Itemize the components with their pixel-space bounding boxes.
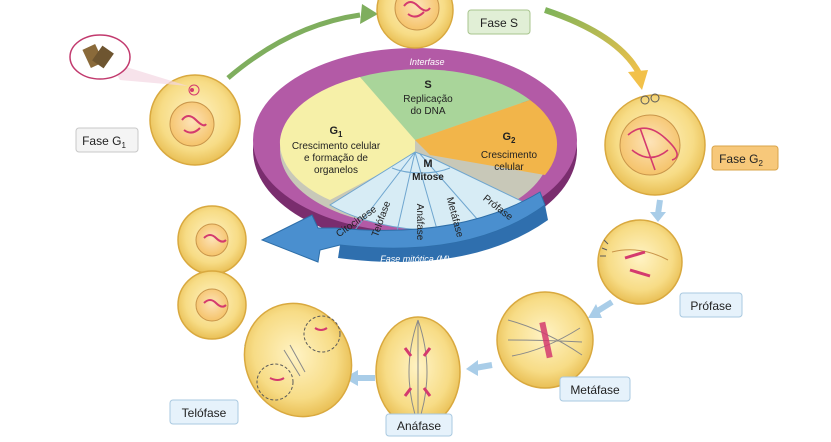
cell-cycle-wheel: Fase mitótica (M) Interfase S Replicação… <box>253 48 577 264</box>
cell-telophase <box>243 302 353 418</box>
g2-sector <box>415 100 558 175</box>
centrosome-zoom <box>69 34 188 86</box>
label-s-phase: Fase S <box>467 9 531 35</box>
svg-text:Anáfase: Anáfase <box>397 419 441 433</box>
cell-s-phase <box>376 0 454 49</box>
m-sector-title: M <box>423 158 432 170</box>
g1-sector-line-1: Crescimento celular <box>292 141 381 152</box>
svg-text:Fase S: Fase S <box>480 16 518 30</box>
g2-sector-title: G2 <box>502 131 516 145</box>
arrow-g2-to-prophase <box>655 199 663 215</box>
label-telophase: Telófase <box>169 399 239 425</box>
g2-sector-line-1: Crescimento <box>481 150 538 161</box>
label-g1-phase: Fase G1 <box>75 127 139 153</box>
arrow-g1-to-s <box>226 12 361 80</box>
mitotic-phase-arrow <box>260 191 546 263</box>
label-metaphase: Metáfase <box>559 376 631 402</box>
daughter-cell-top <box>177 205 247 275</box>
cell-prophase <box>597 219 683 305</box>
g1-sector <box>280 77 415 140</box>
svg-text:Fase G1: Fase G1 <box>82 134 126 150</box>
g1-sector-line-3: organelos <box>314 165 358 176</box>
s-sector-title: S <box>424 79 431 91</box>
m-sector-subtitle: Mitose <box>412 172 444 183</box>
cell-metaphase <box>496 291 594 389</box>
svg-text:Prófase: Prófase <box>690 299 732 313</box>
mitotic-phase-label: Fase mitótica (M) <box>380 254 450 264</box>
cell-g2-phase <box>604 93 706 196</box>
g1-sector-line-2: e formação de <box>304 153 368 164</box>
s-sector-line-1: Replicação <box>403 94 453 105</box>
g2-sector-line-2: celular <box>494 162 524 173</box>
cell-g1-phase <box>149 74 241 166</box>
label-g2-phase: Fase G2 <box>711 145 779 171</box>
s-sector-line-2: do DNA <box>410 106 445 117</box>
mitosis-stage-anaphase: Anáfase <box>414 204 425 241</box>
daughter-cell-bottom <box>177 270 247 340</box>
svg-text:Fase G2: Fase G2 <box>719 152 763 168</box>
cell-anaphase <box>375 316 461 428</box>
label-prophase: Prófase <box>679 292 743 318</box>
arrow-s-to-g2 <box>544 7 643 77</box>
g1-sector-title: G1 <box>329 125 343 139</box>
svg-text:Telófase: Telófase <box>182 406 227 420</box>
label-anaphase: Anáfase <box>385 413 453 437</box>
svg-text:Metáfase: Metáfase <box>570 383 620 397</box>
interphase-label: Interfase <box>409 57 444 67</box>
s-sector <box>360 69 530 140</box>
